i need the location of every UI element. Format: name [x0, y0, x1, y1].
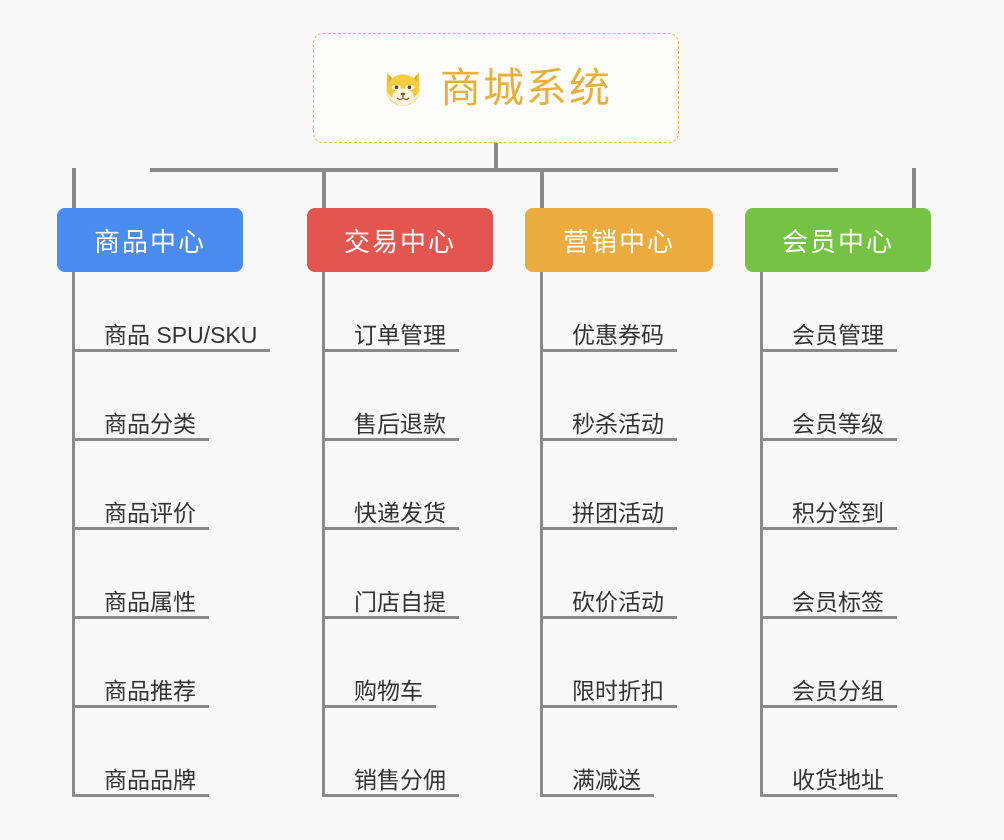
leaf-item-label: 优惠券码 [572, 322, 664, 348]
branch-marketing-center: 营销中心 优惠券码 秒杀活动 拼团活动 砍价活动 限时折扣 满减送 [525, 208, 713, 805]
branch-header-member-center[interactable]: 会员中心 [745, 208, 931, 272]
leaf-item-label: 门店自提 [354, 589, 446, 615]
shiba-dog-face-icon [380, 65, 426, 111]
leaf-item-label: 会员分组 [792, 678, 884, 704]
leaf-underline [543, 527, 677, 530]
branch-header-label: 会员中心 [781, 226, 894, 257]
branch-member-center: 会员中心 会员管理 会员等级 积分签到 会员标签 会员分组 收货地址 [745, 208, 931, 805]
leaf-spine-trade-center [322, 272, 325, 797]
leaf-underline [75, 705, 209, 708]
connector-drop-member-center [912, 168, 916, 208]
connector-drop-trade-center [322, 168, 326, 208]
connector-horizontal-bar [150, 168, 838, 172]
leaf-underline [75, 349, 270, 352]
leaf-underline [75, 527, 209, 530]
leaf-item-label: 收货地址 [792, 767, 884, 793]
leaf-item-label: 会员管理 [792, 322, 884, 348]
leaf-item-label: 满减送 [572, 767, 641, 793]
leaf-item-label: 订单管理 [354, 322, 446, 348]
leaf-item-label: 销售分佣 [354, 767, 446, 793]
leaf-underline [543, 794, 654, 797]
leaf-underline [763, 527, 897, 530]
leaf-item-label: 秒杀活动 [572, 411, 664, 437]
leaf-item-label: 会员等级 [792, 411, 884, 437]
branch-header-label: 商品中心 [93, 226, 206, 257]
leaf-item-label: 商品属性 [104, 589, 196, 615]
leaf-item-label: 拼团活动 [572, 500, 664, 526]
leaf-item-label: 快递发货 [354, 500, 446, 526]
leaf-group-trade-center: 订单管理 售后退款 快递发货 门店自提 购物车 销售分佣 [307, 272, 493, 805]
root-node-mall-system[interactable]: 商城系统 [313, 33, 679, 143]
root-title: 商城系统 [440, 64, 612, 111]
leaf-underline [325, 438, 459, 441]
leaf-item-label: 售后退款 [354, 411, 446, 437]
branch-header-product-center[interactable]: 商品中心 [57, 208, 243, 272]
leaf-spine-marketing-center [540, 272, 543, 797]
leaf-item-label: 购物车 [354, 678, 423, 704]
leaf-underline [763, 616, 897, 619]
branch-header-marketing-center[interactable]: 营销中心 [525, 208, 713, 272]
leaf-underline [325, 527, 459, 530]
leaf-underline [325, 705, 436, 708]
leaf-group-member-center: 会员管理 会员等级 积分签到 会员标签 会员分组 收货地址 [745, 272, 931, 805]
connector-root-stem [494, 143, 498, 170]
leaf-underline [543, 438, 677, 441]
leaf-item-label: 砍价活动 [572, 589, 664, 615]
connector-drop-marketing-center [540, 168, 544, 208]
leaf-underline [325, 794, 459, 797]
leaf-underline [75, 616, 209, 619]
leaf-underline [543, 616, 677, 619]
leaf-spine-product-center [72, 272, 75, 797]
branch-product-center: 商品中心 商品 SPU/SKU 商品分类 商品评价 商品属性 商品推荐 商品品牌 [57, 208, 270, 805]
branch-trade-center: 交易中心 订单管理 售后退款 快递发货 门店自提 购物车 销售分佣 [307, 208, 493, 805]
leaf-item-label: 商品推荐 [104, 678, 196, 704]
leaf-group-marketing-center: 优惠券码 秒杀活动 拼团活动 砍价活动 限时折扣 满减送 [525, 272, 713, 805]
leaf-underline [75, 438, 209, 441]
leaf-underline [325, 616, 459, 619]
leaf-underline [325, 349, 459, 352]
connector-drop-product-center [72, 168, 76, 208]
leaf-item-label: 积分签到 [792, 500, 884, 526]
leaf-item-label: 限时折扣 [572, 678, 664, 704]
leaf-item-label: 商品分类 [104, 411, 196, 437]
leaf-item-label: 会员标签 [792, 589, 884, 615]
leaf-underline [75, 794, 209, 797]
leaf-item-label: 商品 SPU/SKU [104, 322, 258, 348]
leaf-underline [763, 705, 897, 708]
leaf-underline [763, 794, 897, 797]
leaf-group-product-center: 商品 SPU/SKU 商品分类 商品评价 商品属性 商品推荐 商品品牌 [57, 272, 270, 805]
leaf-spine-member-center [760, 272, 763, 797]
branch-header-label: 交易中心 [343, 226, 456, 257]
leaf-item-label: 商品评价 [104, 500, 196, 526]
leaf-underline [543, 349, 677, 352]
leaf-underline [763, 349, 897, 352]
leaf-item-label: 商品品牌 [104, 767, 196, 793]
leaf-underline [543, 705, 677, 708]
leaf-underline [763, 438, 897, 441]
branch-header-trade-center[interactable]: 交易中心 [307, 208, 493, 272]
branch-header-label: 营销中心 [562, 226, 675, 257]
